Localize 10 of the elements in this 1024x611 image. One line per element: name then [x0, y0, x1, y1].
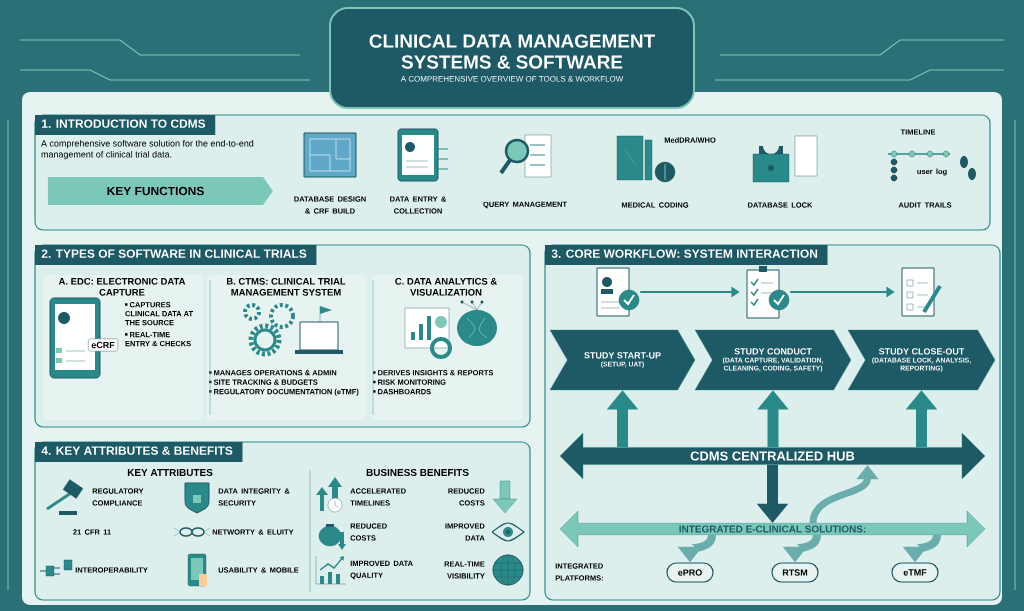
- ecrf-card: eCRF: [88, 338, 118, 352]
- platform-pill: ePRO: [666, 562, 714, 583]
- document-icon: [746, 266, 790, 319]
- hub-band: INTEGRATED E-CLINICAL SOLUTIONS:: [559, 510, 986, 548]
- hub-band: CDMS CENTRALIZED HUB: [559, 432, 986, 480]
- document-icon: [901, 267, 942, 317]
- platform-pill: eTMF: [891, 562, 939, 583]
- document-icon: [596, 267, 640, 317]
- platform-pill: RTSM: [771, 562, 819, 583]
- chevron-banner: KEY FUNCTIONS: [47, 177, 273, 205]
